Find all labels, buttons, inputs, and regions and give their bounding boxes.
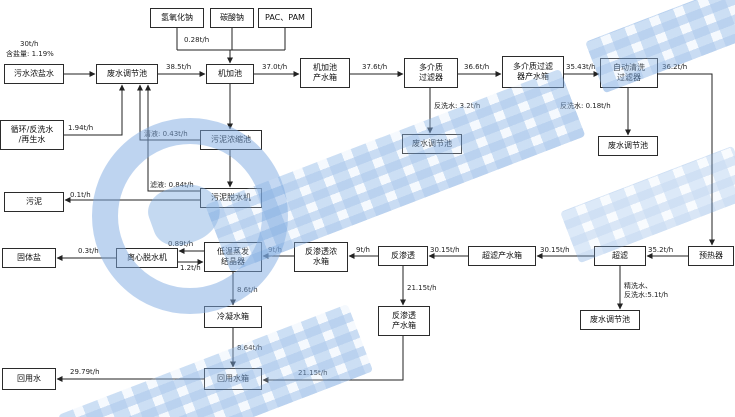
node-label: 废水调节池 xyxy=(412,139,452,148)
flow-label-auto-to-preheater: 36.2t/h xyxy=(662,63,688,71)
node-reuse-water: 回用水 xyxy=(2,368,56,390)
node-label: 水箱 xyxy=(313,257,329,266)
node-label: 反渗透浓 xyxy=(305,247,337,256)
flow-label-supernatant: 清液: 0.43t/h xyxy=(144,130,188,138)
node-label: 循环/反洗水 xyxy=(10,125,54,134)
node-label: 结晶器 xyxy=(221,257,245,266)
node-label: 离心脱水机 xyxy=(127,253,167,262)
node-preheater: 预热器 xyxy=(688,246,734,266)
node-label: 冷凝水箱 xyxy=(217,312,249,321)
flow-label-salt-out: 0.3t/h xyxy=(78,247,99,255)
node-uf-out-tank: 超滤产水箱 xyxy=(468,246,536,266)
flow-arrow xyxy=(658,73,715,246)
node-recycle-water: 循环/反洗水 /再生水 xyxy=(0,120,64,150)
node-label: 自动清洗 xyxy=(613,63,645,72)
flow-label-tank-to-mm: 37.6t/h xyxy=(362,63,388,71)
node-label: 多介质过滤 xyxy=(513,62,553,71)
node-label: 多介质 xyxy=(419,63,443,72)
node-label: /再生水 xyxy=(18,135,46,144)
node-mech-add-tank: 机加池 xyxy=(206,64,254,84)
node-soda-ash: 碳酸钠 xyxy=(210,8,254,28)
flow-label-feed-salinity: 含盐量: 1.19% xyxy=(6,50,54,58)
node-label: 污水浓盐水 xyxy=(14,69,54,78)
node-label: 废水调节池 xyxy=(107,69,147,78)
flow-label-auto-backwash: 反洗水: 0.18t/h xyxy=(560,102,611,110)
node-label: 机加池 xyxy=(218,69,242,78)
node-label: 预热器 xyxy=(699,251,723,260)
flow-label-conc-to-evap: 9t/h xyxy=(268,246,282,254)
flow-label-mech-to-tank: 37.0t/h xyxy=(262,63,288,71)
flow-label-ro-product: 21.15t/h xyxy=(407,284,437,292)
node-label: 回用水 xyxy=(17,374,41,383)
node-naoh: 氢氧化钠 xyxy=(150,8,204,28)
node-label: 污泥脱水机 xyxy=(211,193,251,202)
node-sludge: 污泥 xyxy=(4,192,64,212)
node-label: 过滤器 xyxy=(419,73,443,82)
node-centrifuge: 离心脱水机 xyxy=(116,248,178,268)
node-pac-pam: PAC、PAM xyxy=(258,8,312,28)
node-ro-product-tank: 反渗透 产水箱 xyxy=(378,306,430,336)
node-evaporator-crystallizer: 低温蒸发 结晶器 xyxy=(204,242,262,272)
flow-label-prod-to-reuse: 21.15t/h xyxy=(298,369,328,377)
node-label: PAC、PAM xyxy=(265,13,305,22)
flow-label-uf-backwash-2: 反洗水:5.1t/h xyxy=(624,291,669,299)
node-sludge-dewaterer: 污泥脱水机 xyxy=(200,188,262,208)
node-solid-salt: 固体盐 xyxy=(2,248,56,268)
flow-label-chemical-dose: 0.28t/h xyxy=(184,36,210,44)
node-label: 机加池 xyxy=(313,63,337,72)
node-label: 回用水箱 xyxy=(217,374,249,383)
node-label: 产水箱 xyxy=(313,73,337,82)
node-ro-concentrate-tank: 反渗透浓 水箱 xyxy=(294,242,348,272)
flow-label-to-mech: 38.5t/h xyxy=(166,63,192,71)
node-label: 固体盐 xyxy=(17,253,41,262)
node-brine-inlet: 污水浓盐水 xyxy=(4,64,64,84)
node-regulating-tank-2: 废水调节池 xyxy=(402,134,462,154)
flow-arrow xyxy=(262,336,404,383)
node-label: 低温蒸发 xyxy=(217,247,249,256)
node-multimedia-filter-out-tank: 多介质过滤 器产水箱 xyxy=(502,56,564,88)
node-sludge-thickener: 污泥浓缩池 xyxy=(200,130,262,150)
flow-label-recycle-in: 1.94t/h xyxy=(68,124,94,132)
node-ultrafiltration: 超滤 xyxy=(594,246,646,266)
node-label: 反渗透 xyxy=(392,311,416,320)
flow-label-evap-to-centrifuge: 0.89t/h xyxy=(168,240,194,248)
flow-label-tank-to-auto: 35.43t/h xyxy=(566,63,596,71)
node-regulating-tank-1: 废水调节池 xyxy=(96,64,158,84)
flow-label-feed-rate: 30t/h xyxy=(20,40,39,48)
flow-label-cond-to-reuse: 8.64t/h xyxy=(237,344,263,352)
flow-label-centrifuge-return: 1.2t/h xyxy=(180,264,201,272)
flow-label-ro-concentrate: 9t/h xyxy=(356,246,370,254)
node-label: 反渗透 xyxy=(391,251,415,260)
node-label: 废水调节池 xyxy=(590,315,630,324)
node-label: 超滤产水箱 xyxy=(482,251,522,260)
node-reuse-tank: 回用水箱 xyxy=(204,368,262,390)
flow-label-reuse-out: 29.79t/h xyxy=(70,368,100,376)
node-label: 污泥浓缩池 xyxy=(211,135,251,144)
node-regulating-tank-4: 废水调节池 xyxy=(580,310,640,330)
node-label: 过滤器 xyxy=(617,73,641,82)
node-label: 污泥 xyxy=(26,197,42,206)
flow-label-sludge-out: 0.1t/h xyxy=(70,191,91,199)
node-multimedia-filter: 多介质 过滤器 xyxy=(404,58,458,88)
node-label: 器产水箱 xyxy=(517,72,549,81)
flow-label-uf-to-tank: 30.15t/h xyxy=(540,246,570,254)
node-condensate-tank: 冷凝水箱 xyxy=(204,306,262,328)
node-label: 超滤 xyxy=(612,251,628,260)
node-label: 碳酸钠 xyxy=(220,13,244,22)
node-reverse-osmosis: 反渗透 xyxy=(378,246,428,266)
node-auto-clean-filter: 自动清洗 过滤器 xyxy=(600,58,658,88)
node-label: 废水调节池 xyxy=(608,141,648,150)
flow-label-mm-backwash: 反洗水: 3.2t/h xyxy=(434,102,481,110)
flow-label-filtrate: 滤液: 0.84t/h xyxy=(150,181,194,189)
node-label: 产水箱 xyxy=(392,321,416,330)
node-mech-out-tank: 机加池 产水箱 xyxy=(300,58,350,88)
flow-label-evap-condensate: 8.6t/h xyxy=(237,286,258,294)
flow-arrow xyxy=(145,84,200,192)
flow-label-preheater-to-uf: 35.2t/h xyxy=(648,246,674,254)
flow-label-tank-to-ro: 30.15t/h xyxy=(430,246,460,254)
node-label: 氢氧化钠 xyxy=(161,13,193,22)
flow-label-mm-to-tank: 36.6t/h xyxy=(464,63,490,71)
node-regulating-tank-3: 废水调节池 xyxy=(598,136,658,156)
flow-label-uf-backwash-1: 精洗水、 xyxy=(624,282,652,290)
